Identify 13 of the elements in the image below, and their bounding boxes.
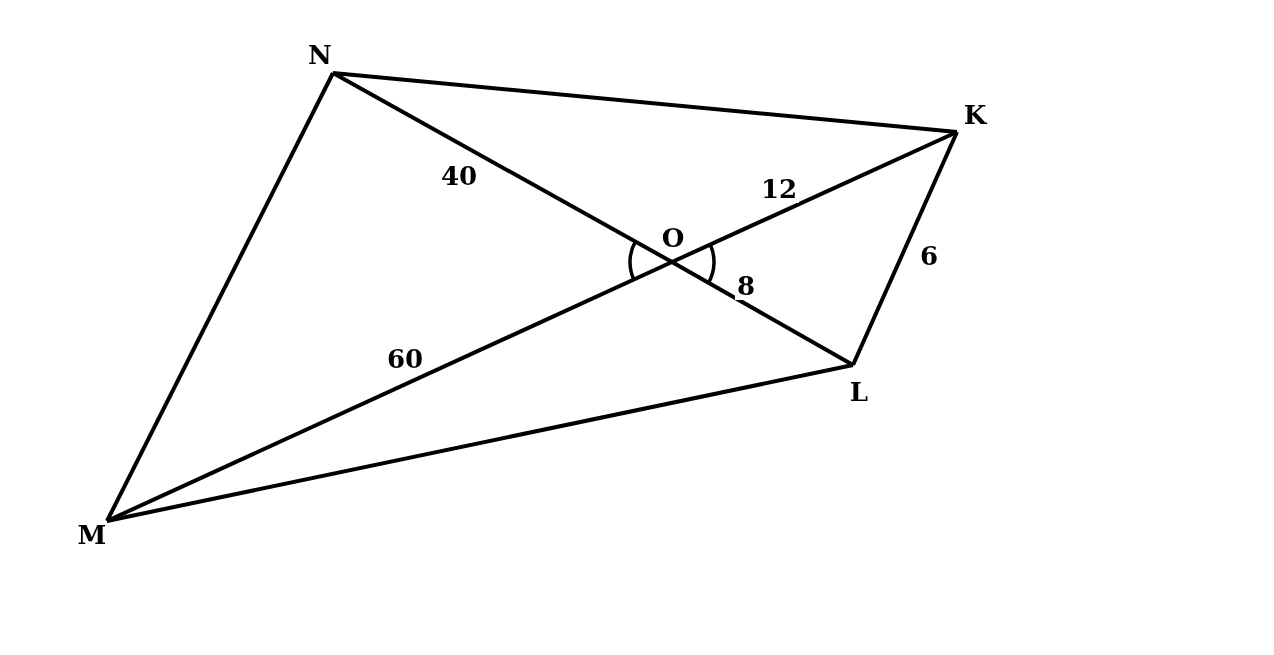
vertex-label: L — [848, 378, 870, 406]
line-segment — [106, 363, 854, 523]
vertex-label: N — [307, 41, 333, 69]
line-segment — [332, 71, 673, 264]
line-segment — [671, 260, 854, 367]
line-segment — [671, 130, 958, 264]
vertex-label: M — [77, 521, 107, 549]
vertex-label: K — [962, 101, 988, 129]
line-segment — [106, 260, 673, 523]
vertex-label: O — [660, 224, 686, 252]
line-segment — [332, 71, 958, 134]
line-segment — [105, 72, 335, 522]
line-segment — [851, 131, 959, 366]
